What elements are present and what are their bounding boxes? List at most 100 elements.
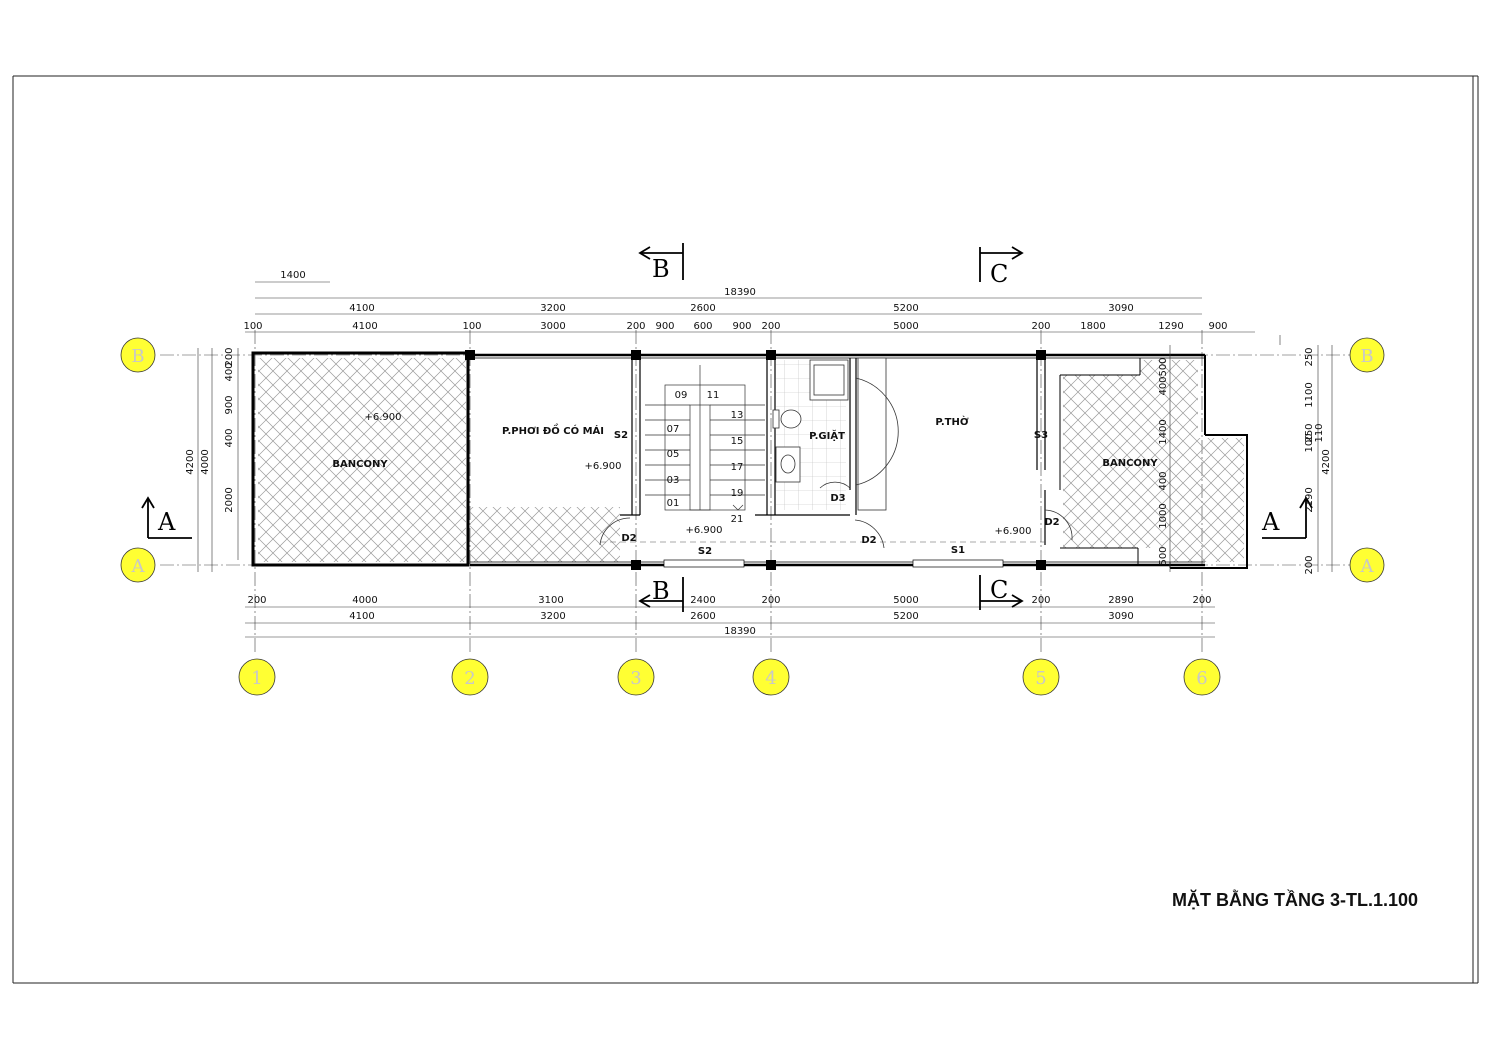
tag-s2a: S2 [614,430,628,441]
svg-text:5000: 5000 [893,321,918,332]
tag-d2b: D2 [861,535,876,546]
svg-text:1100: 1100 [1304,382,1315,407]
grid-bubble-1: 1 [238,658,276,696]
svg-text:B: B [131,346,144,367]
svg-text:18390: 18390 [724,287,756,298]
svg-text:3090: 3090 [1108,611,1133,622]
svg-text:4: 4 [765,668,776,689]
svg-text:500: 500 [1158,546,1169,565]
grid-bubble-a-right: A [1349,547,1385,583]
svg-text:1290: 1290 [1158,321,1183,332]
room-bancony-left: BANCONY [332,459,388,470]
svg-text:6: 6 [1196,668,1207,689]
top-dimension-texts: 1400 18390 4100 3200 2600 5200 3090 100 … [243,270,1227,332]
svg-text:1800: 1800 [1080,321,1105,332]
grid-bubbles: 1 2 3 4 5 6 B A B A [120,337,1385,696]
svg-text:110: 110 [1314,423,1325,442]
svg-text:2890: 2890 [1108,595,1133,606]
level-mark-4: +6.900 [994,526,1031,537]
svg-text:200: 200 [247,595,266,606]
svg-text:400: 400 [1158,376,1169,395]
svg-text:900: 900 [1208,321,1227,332]
svg-text:5200: 5200 [893,303,918,314]
svg-text:500: 500 [1158,357,1169,376]
level-mark-1: +6.900 [364,412,401,423]
svg-text:200: 200 [761,595,780,606]
svg-text:09: 09 [675,390,688,401]
svg-text:4200: 4200 [185,449,196,474]
svg-text:4000: 4000 [352,595,377,606]
section-label-c-top: C [990,260,1008,288]
svg-text:1000: 1000 [1158,503,1169,528]
svg-text:900: 900 [732,321,751,332]
svg-text:3: 3 [630,668,641,689]
svg-text:01: 01 [667,498,680,509]
svg-text:11: 11 [707,390,720,401]
svg-text:B: B [1360,346,1373,367]
svg-text:3200: 3200 [540,611,565,622]
svg-text:15: 15 [731,436,744,447]
room-tho: P.THỜ [935,415,968,428]
svg-text:200: 200 [1304,555,1315,574]
dimension-lines [197,281,1333,638]
grid-bubble-a-left: A [120,547,156,583]
svg-text:1400: 1400 [1158,419,1169,444]
svg-text:400: 400 [1158,471,1169,490]
svg-text:200: 200 [224,347,235,366]
svg-text:3100: 3100 [538,595,563,606]
tag-s1: S1 [951,545,965,556]
svg-text:17: 17 [731,462,744,473]
door-swings [599,377,1073,549]
svg-text:200: 200 [761,321,780,332]
level-mark-2: +6.900 [584,461,621,472]
svg-text:5000: 5000 [893,595,918,606]
windows [663,559,1004,568]
svg-text:A: A [131,556,146,577]
structural-columns [465,350,1046,570]
svg-text:07: 07 [667,424,680,435]
svg-text:3200: 3200 [540,303,565,314]
grid-bubble-b-left: B [120,337,156,373]
grid-bubble-6: 6 [1183,658,1221,696]
room-giat: P.GIẶT [809,428,845,442]
svg-text:200: 200 [626,321,645,332]
section-label-b-top: B [652,255,670,283]
hatched-areas [258,358,1244,562]
svg-text:2000: 2000 [224,487,235,512]
svg-text:2190: 2190 [1304,487,1315,512]
svg-text:4100: 4100 [349,611,374,622]
svg-text:A: A [1360,556,1375,577]
svg-text:2400: 2400 [690,595,715,606]
grid-bubble-3: 3 [617,658,655,696]
tag-d2c: D2 [1044,517,1059,528]
svg-text:900: 900 [224,395,235,414]
section-label-b-bottom: B [652,577,670,605]
tag-d3: D3 [830,493,845,504]
svg-text:5200: 5200 [893,611,918,622]
section-label-a-left: A [157,508,176,536]
stair-step-numbers: 09 11 13 07 15 05 17 03 19 01 21 [667,390,744,525]
grid-bubble-b-right: B [1349,337,1385,373]
svg-text:19: 19 [731,488,744,499]
section-label-a-right: A [1261,508,1280,536]
svg-text:1: 1 [251,668,262,689]
section-label-c-bottom: C [990,576,1008,604]
svg-text:200: 200 [1031,321,1050,332]
svg-text:600: 600 [693,321,712,332]
svg-text:05: 05 [667,449,680,460]
svg-text:5: 5 [1035,668,1046,689]
svg-text:4200: 4200 [1321,449,1332,474]
svg-text:21: 21 [731,514,744,525]
svg-text:400: 400 [224,428,235,447]
sheet-frame [12,75,1479,984]
svg-text:4100: 4100 [349,303,374,314]
svg-text:4100: 4100 [352,321,377,332]
svg-text:100: 100 [462,321,481,332]
svg-text:13: 13 [731,410,744,421]
section-markers [141,243,1313,612]
svg-text:400: 400 [224,362,235,381]
svg-text:250: 250 [1304,423,1315,442]
svg-text:1400: 1400 [280,270,305,281]
tag-d2a: D2 [621,533,636,544]
